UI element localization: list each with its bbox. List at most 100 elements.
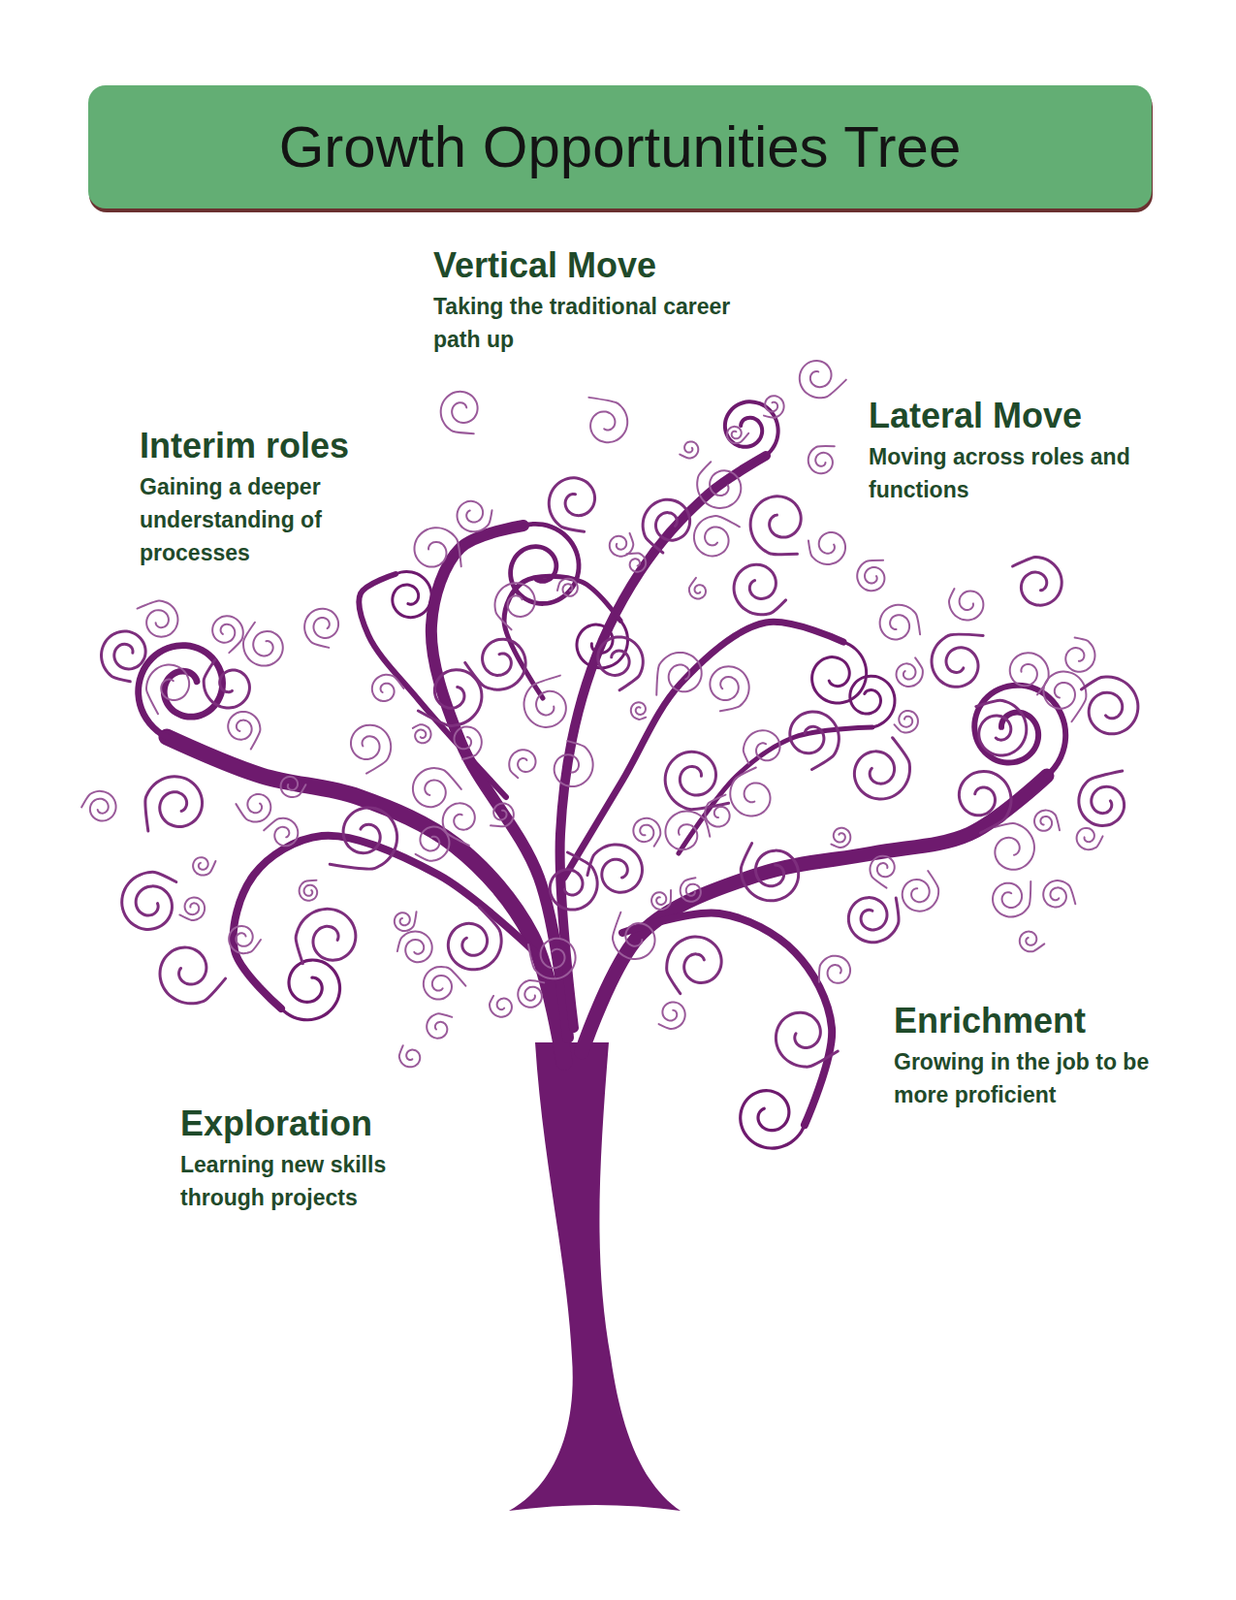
swirl	[612, 912, 656, 959]
swirl	[931, 633, 983, 687]
swirl	[659, 1001, 686, 1029]
swirl	[733, 564, 786, 615]
swirl	[399, 1045, 420, 1067]
swirl	[949, 588, 983, 620]
swirl	[179, 896, 205, 920]
swirl	[350, 725, 391, 774]
branch-curl	[850, 675, 895, 728]
swirl	[958, 770, 1012, 832]
swirl	[228, 925, 261, 953]
swirl	[159, 947, 226, 1004]
swirl	[598, 636, 644, 691]
swirl	[490, 802, 514, 826]
swirl	[819, 955, 851, 983]
swirl	[869, 855, 894, 888]
swirl	[808, 532, 846, 565]
swirl	[848, 897, 899, 943]
branch-curl	[740, 1090, 805, 1148]
swirl	[394, 911, 417, 931]
tree-branch	[166, 736, 565, 1062]
swirl	[633, 818, 661, 847]
swirl	[665, 811, 710, 851]
heading-label: Lateral Move	[865, 394, 1085, 437]
swirl	[808, 445, 835, 474]
swirl	[880, 604, 920, 640]
heading-label: Interim roles	[136, 424, 352, 467]
swirl	[1078, 770, 1125, 826]
swirl	[423, 966, 466, 1000]
swirl	[101, 631, 147, 682]
swirl	[523, 675, 566, 728]
swirl	[1019, 931, 1045, 952]
swirl	[372, 674, 405, 701]
swirl	[412, 724, 432, 743]
swirl	[992, 881, 1031, 918]
swirl	[465, 638, 526, 690]
swirl	[397, 930, 433, 962]
swirl	[146, 665, 190, 715]
swirl	[775, 1012, 838, 1067]
swirl	[740, 843, 798, 901]
swirl	[443, 802, 476, 845]
swirl	[137, 601, 179, 637]
swirl	[81, 791, 116, 822]
branch-curl	[392, 570, 432, 617]
swirl	[554, 740, 594, 787]
swirl	[1080, 676, 1138, 734]
swirl	[145, 776, 203, 831]
branch-curl	[138, 645, 223, 737]
swirl	[517, 980, 544, 1008]
swirl	[1077, 827, 1104, 850]
swirl	[528, 938, 576, 980]
swirl	[1043, 880, 1076, 907]
tree-trunk	[508, 1042, 681, 1511]
swirl	[631, 701, 646, 720]
swirl	[587, 844, 643, 892]
swirl	[548, 477, 595, 532]
swirl	[790, 711, 840, 770]
swirl	[709, 665, 749, 711]
swirl	[413, 527, 461, 567]
swirl	[494, 582, 535, 630]
swirl	[727, 426, 749, 444]
swirl	[666, 936, 722, 994]
swirl	[750, 496, 801, 555]
swirl	[1065, 637, 1095, 672]
swirl	[680, 877, 701, 902]
swirl	[1034, 810, 1060, 831]
swirl	[799, 360, 847, 398]
branch-curl	[812, 641, 867, 703]
title-text: Growth Opportunities Tree	[279, 113, 962, 181]
swirl	[689, 577, 706, 600]
swirl	[243, 622, 284, 666]
swirl	[457, 501, 493, 533]
swirl	[854, 737, 910, 799]
swirl	[122, 871, 177, 929]
swirl	[856, 560, 885, 592]
swirl	[830, 827, 851, 848]
swirl	[651, 889, 671, 910]
title-band: Growth Opportunities Tree	[88, 85, 1152, 209]
swirl	[203, 660, 250, 708]
swirl	[454, 726, 482, 760]
swirl	[227, 711, 260, 750]
swirl	[976, 699, 1027, 756]
swirl	[642, 499, 691, 553]
swirl	[665, 751, 729, 809]
swirl	[281, 776, 307, 797]
swirl	[902, 870, 940, 912]
swirl	[1043, 671, 1086, 723]
swirl	[704, 794, 729, 827]
swirl	[508, 749, 536, 778]
swirl	[295, 908, 356, 963]
swirl	[588, 397, 628, 443]
swirl	[235, 793, 271, 823]
description-label: Gaining a deeper understanding of proces…	[136, 470, 376, 570]
description-label: Learning new skills through projects	[177, 1147, 455, 1214]
swirl	[1013, 556, 1063, 605]
tree-branch	[560, 455, 766, 1028]
swirl	[299, 880, 318, 901]
